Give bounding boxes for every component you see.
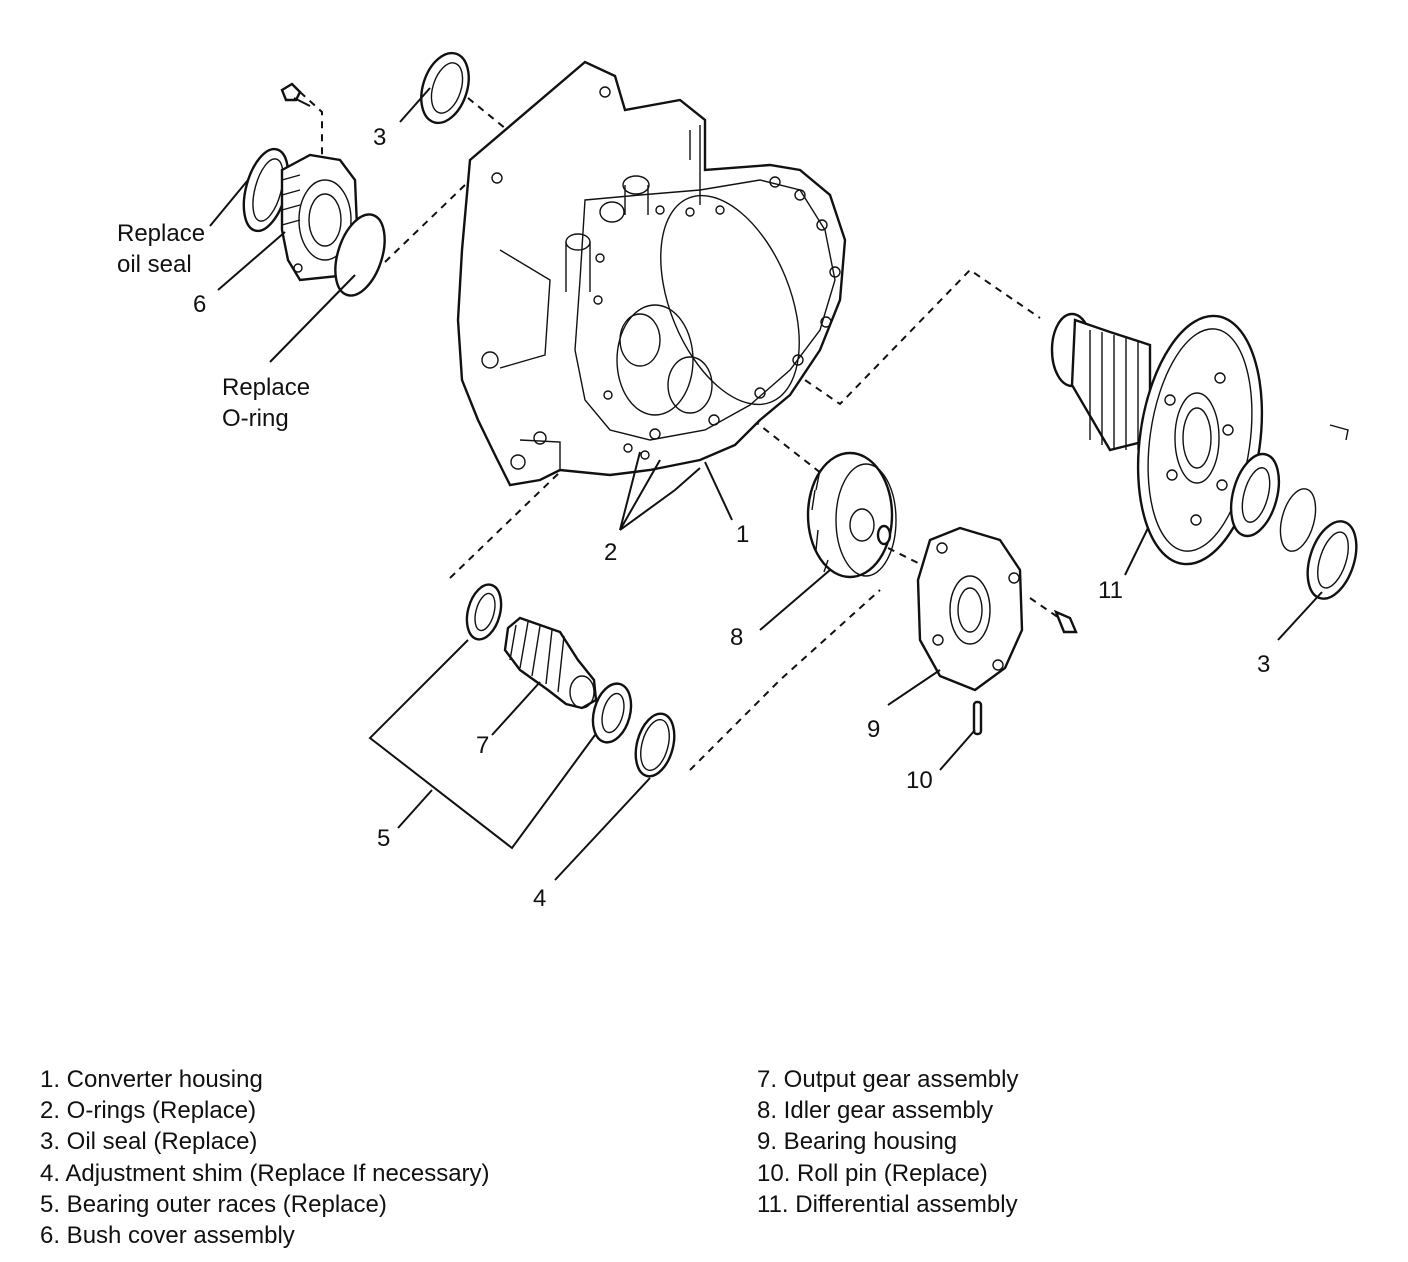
note-replace-oring-line2: O-ring — [222, 405, 289, 432]
replacement-notes: Replace oil seal Replace O-ring — [117, 220, 310, 432]
roll-pin — [972, 700, 983, 736]
callout-1: 1 — [736, 521, 749, 548]
callout-numbers: 1 2 3 3 4 5 6 7 8 9 10 11 — [193, 124, 1270, 912]
differential-assembly — [1050, 312, 1349, 566]
callout-3-right: 3 — [1257, 651, 1270, 678]
leader-lines — [209, 87, 1323, 881]
note-replace-oil-seal-line1: Replace — [117, 220, 205, 247]
oil-seal-right — [1306, 520, 1358, 600]
note-replace-oil-seal-line2: oil seal — [117, 251, 192, 278]
callout-11: 11 — [1098, 577, 1123, 604]
legend-item-9: 9. Bearing housing — [757, 1128, 958, 1156]
bearing-housing — [916, 526, 1078, 692]
legend-item-5: 5. Bearing outer races (Replace) — [40, 1190, 387, 1218]
output-gear-assembly — [503, 616, 598, 710]
legend-item-6: 6. Bush cover assembly — [40, 1222, 295, 1250]
bolt-top-left — [280, 82, 311, 107]
adjustment-shim — [634, 712, 676, 778]
bush-cover-assembly — [242, 82, 386, 297]
callout-7: 7 — [476, 732, 489, 759]
parts-legend-left: 1. Converter housing 2. O-rings (Replace… — [40, 1064, 490, 1251]
bearing-outer-race-left — [465, 583, 503, 641]
legend-item-7: 7. Output gear assembly — [757, 1066, 1019, 1093]
legend-item-10: 10. Roll pin (Replace) — [757, 1159, 988, 1187]
oil-seal-top — [420, 51, 470, 125]
exploded-view-diagram: 1 2 3 3 4 5 6 7 8 9 10 11 Replace oil se… — [117, 51, 1358, 912]
idler-gear-assembly — [806, 451, 897, 579]
parts-legend-right: 7. Output gear assembly 8. Idler gear as… — [757, 1064, 1018, 1220]
legend-item-4: 4. Adjustment shim (Replace If necessary… — [40, 1159, 490, 1187]
legend-item-8: 8. Idler gear assembly — [757, 1097, 994, 1125]
note-replace-oring-line1: Replace — [222, 374, 310, 401]
callout-8: 8 — [730, 624, 743, 651]
bearing-outer-race-right — [591, 682, 633, 744]
callout-10: 10 — [906, 767, 933, 794]
callout-4: 4 — [533, 885, 546, 912]
callout-2: 2 — [604, 539, 617, 566]
callout-9: 9 — [867, 716, 880, 743]
callout-5: 5 — [377, 825, 390, 852]
legend-item-3: 3. Oil seal (Replace) — [40, 1128, 258, 1156]
callout-3-top: 3 — [373, 124, 386, 151]
legend-item-1: 1. Converter housing — [40, 1066, 263, 1093]
legend-item-11: 11. Differential assembly — [757, 1190, 1018, 1218]
converter-housing — [456, 60, 847, 487]
legend-item-2: 2. O-rings (Replace) — [40, 1097, 257, 1125]
callout-6: 6 — [193, 291, 206, 318]
